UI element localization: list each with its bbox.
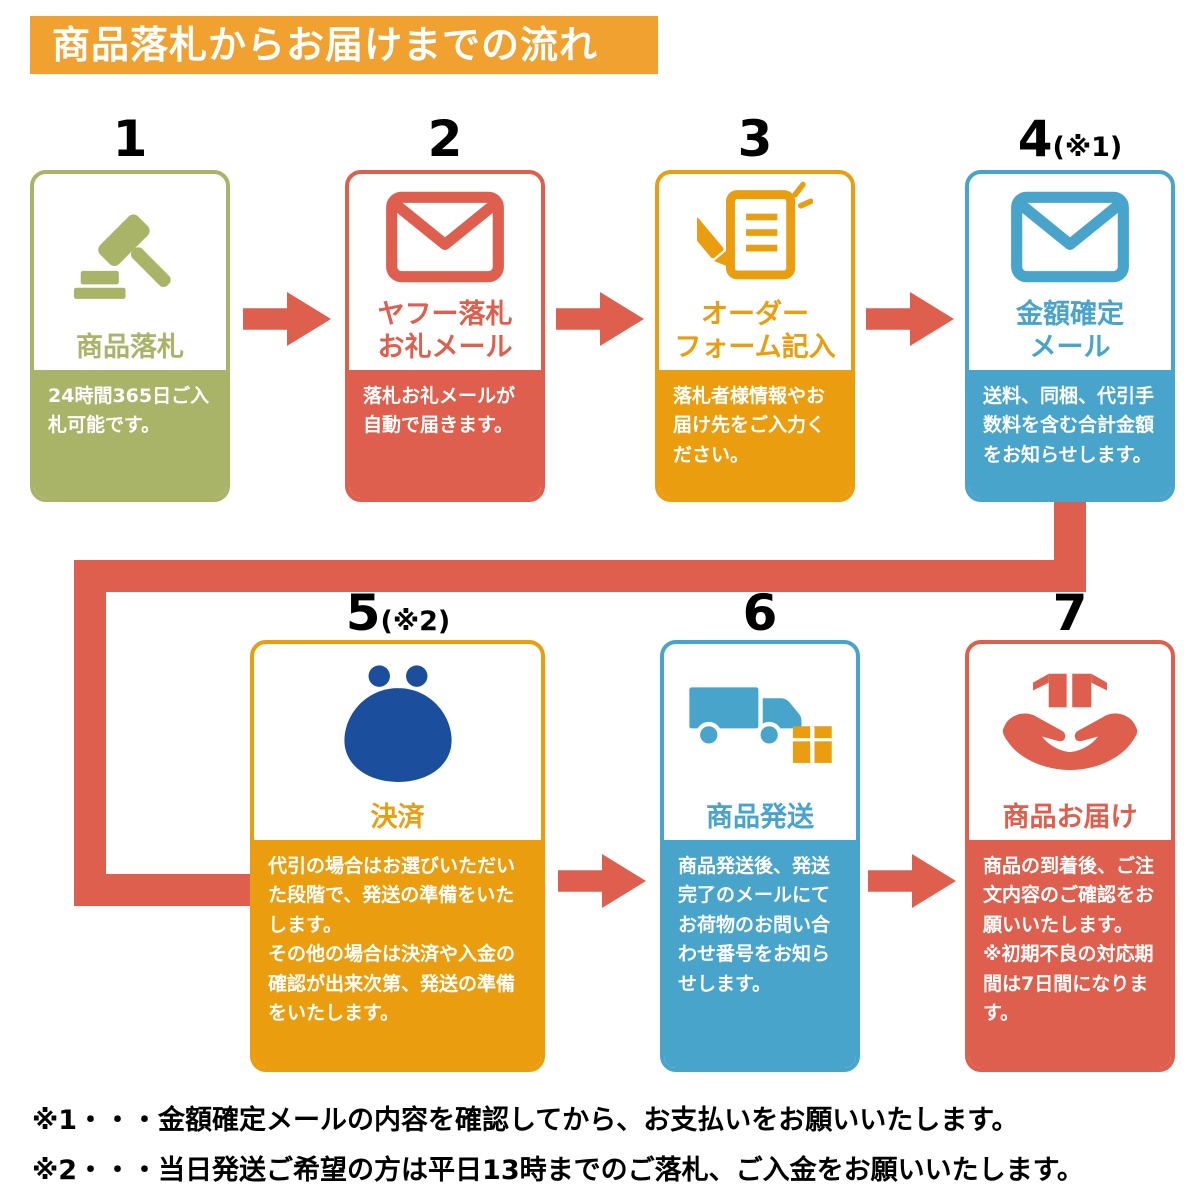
step-number-digit: 7 <box>1052 584 1088 642</box>
footnote-1: ※1・・・金額確定メールの内容を確認してから、お支払いをお願いいたします。 <box>32 1105 1019 1136</box>
step-number-note: (※1) <box>1052 132 1123 163</box>
step-number-7: 7 <box>1053 588 1088 638</box>
card-top: 商品発送 <box>664 644 856 840</box>
step-number-5: 5(※2) <box>346 588 451 638</box>
step-title: 商品落札 <box>76 331 184 363</box>
step-number-digit: 2 <box>427 110 463 168</box>
card-top: 金額確定 メール <box>969 174 1171 370</box>
flow-arrow-right-icon <box>868 854 956 908</box>
footnote-2: ※2・・・当日発送ご希望の方は平日13時までのご落札、ご入金をお願いいたします。 <box>32 1155 1084 1186</box>
step-card-delivery: 商品お届け 商品の到着後、ご注文内容のご確認をお願いいたします。 ※初期不良の対… <box>965 640 1175 1072</box>
step-card-payment: 決済 代引の場合はお選びいただいた段階で、発送の準備をいたします。 その他の場合… <box>250 640 545 1072</box>
step-title: オーダー フォーム記入 <box>674 299 836 363</box>
step-number-2: 2 <box>428 114 463 164</box>
step-number-1: 1 <box>113 114 148 164</box>
step-number-note: (※2) <box>380 606 451 637</box>
envelope-icon <box>969 174 1171 299</box>
step-description: 送料、同梱、代引手数料を含む合計金額をお知らせします。 <box>969 370 1171 498</box>
step-description: 商品の到着後、ご注文内容のご確認をお願いいたします。 ※初期不良の対応期間は7日… <box>969 840 1171 1068</box>
step-description: 代引の場合はお選びいただいた段階で、発送の準備をいたします。 その他の場合は決済… <box>254 840 541 1068</box>
step-number-digit: 4 <box>1017 110 1053 168</box>
card-top: 決済 <box>254 644 541 840</box>
step-number-4: 4(※1) <box>1018 114 1123 164</box>
step-title: 商品発送 <box>706 801 814 833</box>
card-top: オーダー フォーム記入 <box>659 174 851 370</box>
flow-arrow-right-icon <box>243 292 331 346</box>
flow-arrow-right-icon <box>556 292 644 346</box>
step-card-auction: 商品落札 24時間365日ご入札可能です。 <box>30 170 230 502</box>
card-top: 商品落札 <box>34 174 226 370</box>
flow-connector-segment <box>74 560 1086 592</box>
step-description: 落札お礼メールが自動で届きます。 <box>349 370 541 498</box>
card-top: ヤフー落札 お礼メール <box>349 174 541 370</box>
flow-connector-segment <box>74 874 256 906</box>
package-box-icon <box>792 726 832 763</box>
step-description: 24時間365日ご入札可能です。 <box>34 370 226 498</box>
delivery-truck-icon <box>664 644 856 802</box>
step-number-digit: 5 <box>345 584 381 642</box>
step-number-digit: 3 <box>737 110 773 168</box>
step-number-digit: 6 <box>742 584 778 642</box>
coin-purse-icon <box>254 644 541 802</box>
step-title: 商品お届け <box>1002 801 1138 833</box>
step-description: 商品発送後、発送完了のメールにてお荷物のお問い合わせ番号をお知らせします。 <box>664 840 856 1068</box>
step-description: 落札者様情報やお届け先をご入力ください。 <box>659 370 851 498</box>
flow-connector-segment <box>74 560 106 906</box>
order-form-pencil-icon <box>659 174 851 299</box>
gavel-icon <box>34 174 226 332</box>
envelope-icon <box>349 174 541 299</box>
step-card-price-mail: 金額確定 メール 送料、同梱、代引手数料を含む合計金額をお知らせします。 <box>965 170 1175 502</box>
step-card-thanks-mail: ヤフー落札 お礼メール 落札お礼メールが自動で届きます。 <box>345 170 545 502</box>
step-title: 金額確定 メール <box>1016 299 1124 363</box>
flow-arrow-right-icon <box>558 854 646 908</box>
hands-package-icon <box>969 644 1171 802</box>
step-title: 決済 <box>370 801 425 833</box>
step-number-6: 6 <box>743 588 778 638</box>
step-number-3: 3 <box>738 114 773 164</box>
card-top: 商品お届け <box>969 644 1171 840</box>
step-card-order-form: オーダー フォーム記入 落札者様情報やお届け先をご入力ください。 <box>655 170 855 502</box>
step-number-digit: 1 <box>112 110 148 168</box>
page-title: 商品落札からお届けまでの流れ <box>30 16 658 74</box>
flow-arrow-right-icon <box>866 292 954 346</box>
step-card-shipping: 商品発送 商品発送後、発送完了のメールにてお荷物のお問い合わせ番号をお知らせしま… <box>660 640 860 1072</box>
step-title: ヤフー落札 お礼メール <box>377 299 513 363</box>
